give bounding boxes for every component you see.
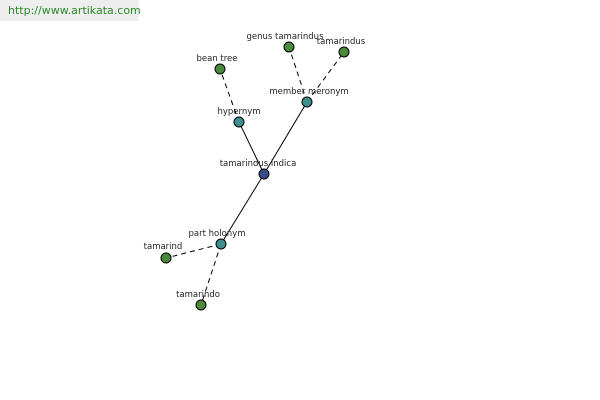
node-label-part-holonym[interactable]: part holonym <box>189 229 246 239</box>
node-tamarindo[interactable]: tamarindo <box>176 290 220 311</box>
artikata-site-link[interactable]: http://www.artikata.com <box>0 0 141 21</box>
node-dot-bean-tree[interactable] <box>214 63 226 75</box>
node-tamarind[interactable]: tamarind <box>144 242 183 264</box>
node-dot-tamarindus[interactable] <box>338 46 350 58</box>
node-label-member-meronym[interactable]: member meronym <box>269 87 348 97</box>
node-dot-hypernym[interactable] <box>233 116 245 128</box>
node-member-meronym[interactable]: member meronym <box>269 87 349 108</box>
edge-tamarindus-indica-to-member-meronym <box>263 101 308 175</box>
edge-member-meronym-to-tamarindus <box>306 51 345 103</box>
node-dot-tamarindo[interactable] <box>195 299 207 311</box>
edge-tamarindus-indica-to-hypernym <box>238 121 265 175</box>
node-dot-part-holonym[interactable] <box>215 238 227 250</box>
node-dot-tamarind[interactable] <box>160 252 172 264</box>
node-part-holonym[interactable]: part holonym <box>189 229 246 250</box>
node-label-tamarindus-indica[interactable]: tamarindus indica <box>220 159 297 169</box>
node-label-genus-tamarindus[interactable]: genus tamarindus <box>246 32 324 42</box>
node-label-tamarind[interactable]: tamarind <box>144 242 183 252</box>
node-label-hypernym[interactable]: hypernym <box>217 107 260 117</box>
node-dot-member-meronym[interactable] <box>301 96 313 108</box>
edge-part-holonym-to-tamarindo <box>200 243 222 306</box>
node-tamarindus-indica[interactable]: tamarindus indica <box>220 159 297 180</box>
edge-member-meronym-to-genus-tamarindus <box>288 46 308 103</box>
node-hypernym[interactable]: hypernym <box>217 107 261 128</box>
node-dot-genus-tamarindus[interactable] <box>283 41 295 53</box>
edges-layer <box>165 46 345 306</box>
edge-tamarindus-indica-to-part-holonym <box>220 173 265 245</box>
node-label-bean-tree[interactable]: bean tree <box>196 54 237 64</box>
nodes-layer: tamarindus indica hypernym member meronym p… <box>144 32 366 311</box>
node-dot-tamarindus-indica[interactable] <box>258 168 270 180</box>
node-tamarindus[interactable]: tamarindus <box>317 37 366 58</box>
edge-hypernym-to-bean-tree <box>219 68 240 123</box>
edge-part-holonym-to-tamarind <box>165 243 222 259</box>
node-genus-tamarindus[interactable]: genus tamarindus <box>246 32 324 53</box>
node-label-tamarindus[interactable]: tamarindus <box>317 37 366 47</box>
node-bean-tree[interactable]: bean tree <box>196 54 238 75</box>
node-label-tamarindo[interactable]: tamarindo <box>176 290 220 300</box>
